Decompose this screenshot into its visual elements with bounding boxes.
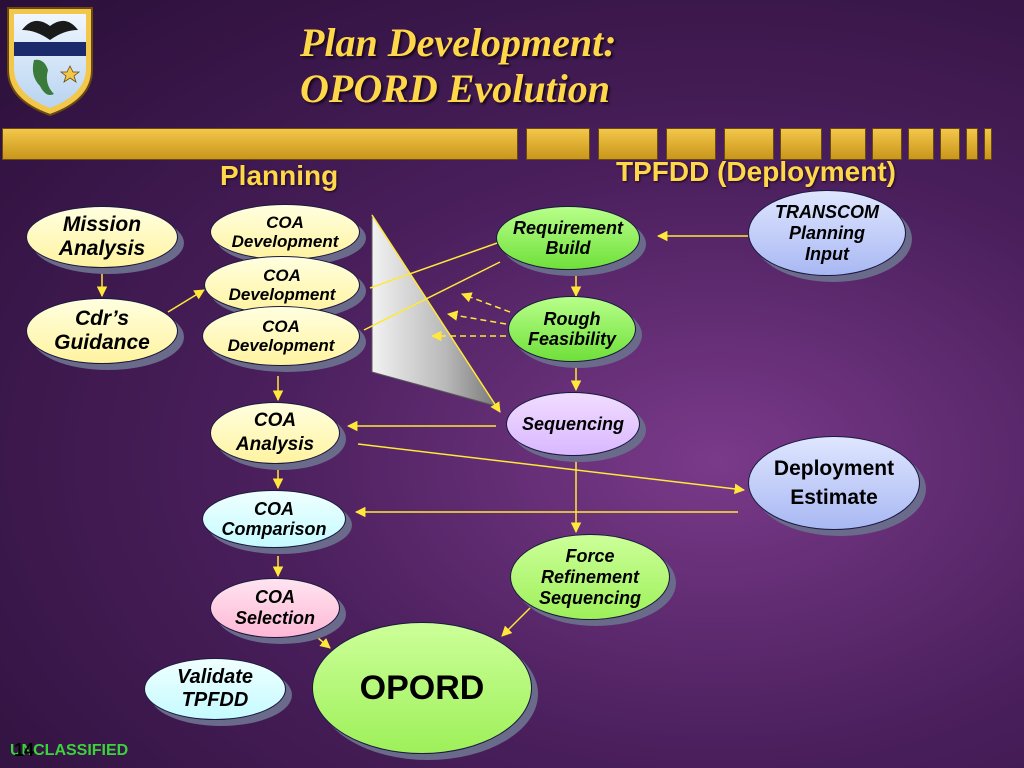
arrow-force-to-opord (501, 607, 531, 637)
page-number: 14 (14, 740, 35, 760)
node-transcom-planning-input: TRANSCOM Planning Input (748, 190, 906, 276)
title-bar-10 (940, 128, 960, 160)
node-coa-analysis: COA Analysis (210, 402, 340, 464)
node-rough-feasibility: Rough Feasibility (508, 296, 636, 362)
classification-footer: UNCLASSIFIED (10, 742, 129, 759)
arrow-funnel-to-sequencing (371, 214, 501, 413)
title-bar-11 (966, 128, 978, 160)
node-validate-tpfdd: Validate TPFDD (144, 658, 286, 720)
title-line-2: OPORD Evolution (300, 66, 611, 111)
node-coa-comparison: COA Comparison (202, 490, 346, 548)
title-bar-3 (598, 128, 658, 160)
node-coa-development-2: COA Development (204, 256, 360, 314)
title-bar-8 (872, 128, 902, 160)
title-bar-9 (908, 128, 934, 160)
title-bar-4 (666, 128, 716, 160)
title-bar-2 (526, 128, 590, 160)
arrow-cdr-to-coa-dev (167, 289, 205, 313)
heading-tpfdd: TPFDD (Deployment) (616, 156, 896, 187)
southcom-seal-logo (7, 7, 93, 117)
heading-planning: Planning (220, 160, 339, 191)
title-bar-1 (2, 128, 518, 160)
dashed-arrow-rough-2 (446, 310, 507, 325)
node-coa-development-3: COA Development (202, 306, 360, 366)
node-coa-selection: COA Selection (210, 578, 340, 638)
node-force-refinement-sequencing: Force Refinement Sequencing (510, 534, 670, 620)
node-coa-development-1: COA Development (210, 204, 360, 260)
arrow-selection-to-opord (317, 637, 331, 649)
dashed-arrow-rough-1 (461, 292, 511, 313)
slide-title: Plan Development: OPORD Evolution (300, 20, 820, 112)
title-line-1: Plan Development: (300, 20, 617, 65)
node-deployment-estimate: Deployment Estimate (748, 436, 920, 530)
node-opord: OPORD (312, 622, 532, 754)
node-requirement-build: Requirement Build (496, 206, 640, 270)
title-bar-6 (780, 128, 822, 160)
title-bar-12 (984, 128, 992, 160)
line-requirement-to-coa-dev-1 (369, 241, 501, 289)
arrow-analysis-to-deployment (357, 443, 746, 495)
node-sequencing: Sequencing (506, 392, 640, 456)
node-mission-analysis: Mission Analysis (26, 206, 178, 268)
line-requirement-to-coa-dev-3 (363, 261, 501, 331)
title-bar-5 (724, 128, 774, 160)
title-bar-7 (830, 128, 866, 160)
node-cdr-guidance: Cdr’s Guidance (26, 298, 178, 364)
